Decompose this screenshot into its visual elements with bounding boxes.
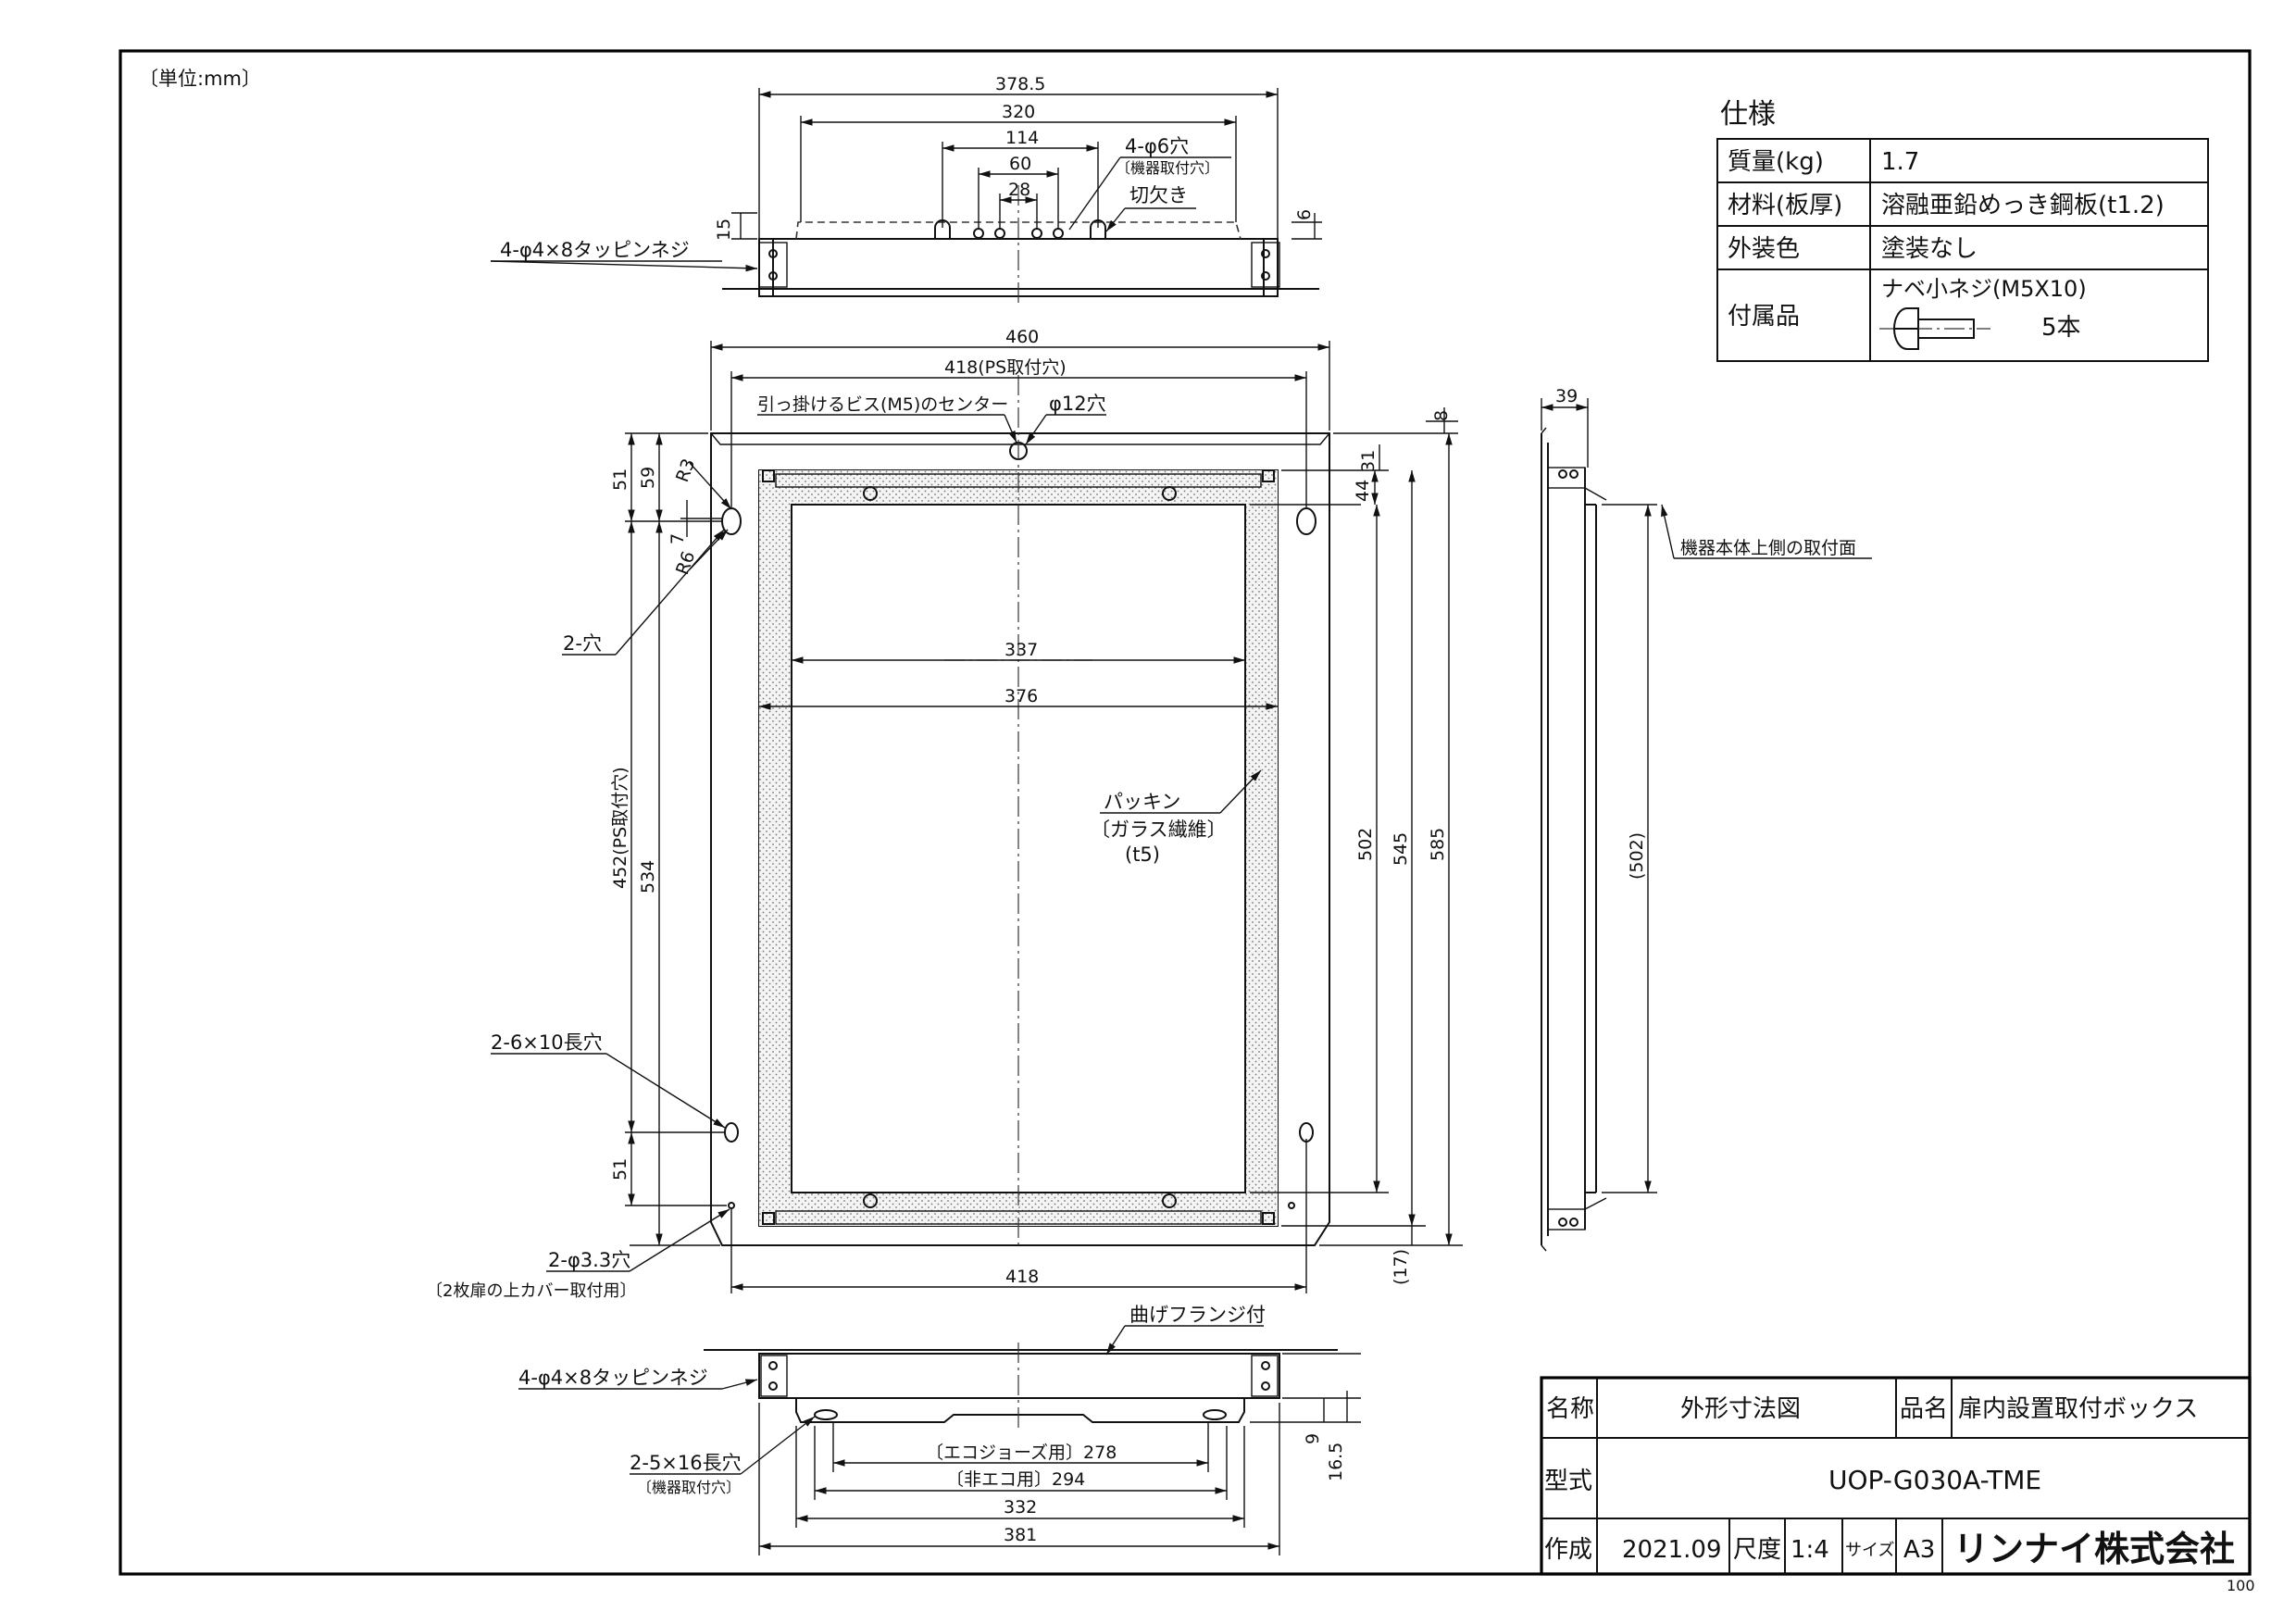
dim-top-378-5: 378.5 [995,74,1045,94]
dim-front-17: (17) [1391,1249,1411,1285]
dim-front-418-bottom: 418 [1005,1267,1039,1287]
label-packing-sub: 〔ガラス繊維〕 [1091,818,1227,841]
tb-model-label: 型式 [1544,1468,1592,1495]
label-packing-t: (t5) [1125,843,1160,866]
label-hole-12: φ12穴 [1049,393,1106,415]
tb-scale-label: 尺度 [1733,1536,1781,1564]
spec-mass-label: 質量(kg) [1728,148,1824,176]
dim-bottom-332: 332 [1004,1497,1037,1518]
spec-color-value: 塗装なし [1881,235,1978,263]
spec-accessory-label: 付属品 [1728,303,1800,331]
dim-bottom-16-5: 16.5 [1326,1443,1346,1481]
tb-product-value: 扉内設置取付ボックス [1958,1395,2198,1423]
spec-accessory-qty: 5本 [2041,314,2081,342]
label-two-holes: 2-穴 [563,632,602,655]
label-tapping-bottom: 4-φ4×8タッピンネジ [518,1367,708,1389]
dim-front-51-bottom: 51 [610,1158,630,1181]
screw-icon [1879,307,1990,350]
label-holes-top-sub: 〔機器取付穴〕 [1116,159,1219,177]
tb-product-label: 品名 [1900,1395,1948,1423]
dim-top-320: 320 [1002,102,1035,122]
dim-bottom-9: 9 [1303,1433,1323,1444]
sheet-border [119,49,2252,1576]
spec-mass-value: 1.7 [1881,148,1919,176]
dim-front-585: 585 [1428,828,1448,861]
dim-front-534: 534 [638,860,658,893]
title-block: 名称 外形寸法図 品名 扉内設置取付ボックス 型式 UOP-G030A-TME … [1540,1376,2252,1576]
dim-front-452: 452(PS取付穴) [610,767,630,889]
dim-front-44: 44 [1353,480,1373,502]
side-view: 39 (502) 機器本体上側の取付面 [1541,386,1872,1252]
dim-bottom-381: 381 [1004,1525,1037,1545]
dim-front-7: 7 [668,533,688,544]
label-notch: 切欠き [1129,184,1188,206]
label-long-holes: 2-6×10長穴 [491,1031,603,1054]
tb-made-label: 作成 [1544,1536,1592,1564]
dim-bottom-294: 〔非エコ用〕294 [946,1469,1085,1490]
dim-bottom-278: 〔エコジョーズ用〕278 [926,1443,1117,1463]
dim-top-6: 6 [1294,209,1315,220]
front-view: 460 418(PS取付穴) 337 376 418 51 59 452(PS取… [426,327,1463,1301]
dim-front-545: 545 [1391,832,1411,866]
dim-front-8: 8 [1431,410,1452,421]
tb-made-value: 2021.09 [1622,1536,1722,1564]
spec-title: 仕様 [1720,98,1776,131]
label-long-holes-bottom-sub: 〔機器取付穴〕 [637,1479,741,1496]
spec-color-label: 外装色 [1728,235,1800,263]
tb-model-value: UOP-G030A-TME [1828,1465,2041,1495]
dim-front-51-top: 51 [610,468,630,491]
label-holes-33-sub: 〔2枚扉の上カバー取付用〕 [426,1281,636,1301]
bottom-view: 曲げフランジ付 4-φ4×8タッピンネジ 2-5×16長穴 〔機器取付穴〕 〔エ… [518,1304,1361,1555]
company-logo: リンナイ株式会社 [1953,1529,2235,1569]
label-flange: 曲げフランジ付 [1129,1304,1266,1326]
unit-note: 〔単位:mm〕 [139,68,261,90]
dim-front-337: 337 [1004,640,1038,660]
spec-table: 仕様 質量(kg) 1.7 材料(板厚) 溶融亜鉛めっき鋼板(t1.2) 外装色… [1716,98,2209,362]
dim-front-376: 376 [1004,686,1038,706]
dim-front-59: 59 [638,467,658,489]
dim-top-28: 28 [1008,180,1030,200]
label-tapping-top: 4-φ4×8タッピンネジ [500,239,690,261]
dim-top-114: 114 [1005,128,1039,148]
tb-name-value: 外形寸法図 [1680,1395,1801,1423]
label-holes-top: 4-φ6穴 [1125,135,1189,157]
dim-front-31: 31 [1358,450,1379,472]
spec-accessory-name: ナベ小ネジ(M5X10) [1881,276,2087,302]
label-packing: パッキン [1104,791,1180,813]
dim-front-460: 460 [1005,327,1039,347]
dim-front-418-ps: 418(PS取付穴) [944,357,1067,378]
page-number: 100 [2227,1577,2255,1594]
label-side-face: 機器本体上側の取付面 [1680,538,1856,558]
spec-material-label: 材料(板厚) [1728,192,1842,219]
dim-top-15: 15 [714,219,734,241]
dim-side-502: (502) [1627,832,1647,880]
tb-scale-value: 1:4 [1791,1536,1829,1564]
dim-side-39: 39 [1555,386,1578,406]
tb-name-label: 名称 [1546,1395,1594,1423]
spec-material-value: 溶融亜鉛めっき鋼板(t1.2) [1881,192,2165,219]
tb-size-value: A3 [1903,1536,1935,1564]
tb-size-label: サイズ [1845,1541,1894,1560]
top-view: 378.5 320 114 60 28 15 6 4-φ6穴 〔機器取付穴〕 切… [490,74,1322,306]
label-hook-screw: 引っ掛けるビス(M5)のセンター [757,394,1008,415]
dim-front-502: 502 [1355,828,1376,861]
label-holes-33: 2-φ3.3穴 [548,1249,630,1271]
dim-top-60: 60 [1009,154,1031,174]
dim-front-r3: R3 [672,456,699,484]
label-long-holes-bottom: 2-5×16長穴 [630,1452,742,1474]
